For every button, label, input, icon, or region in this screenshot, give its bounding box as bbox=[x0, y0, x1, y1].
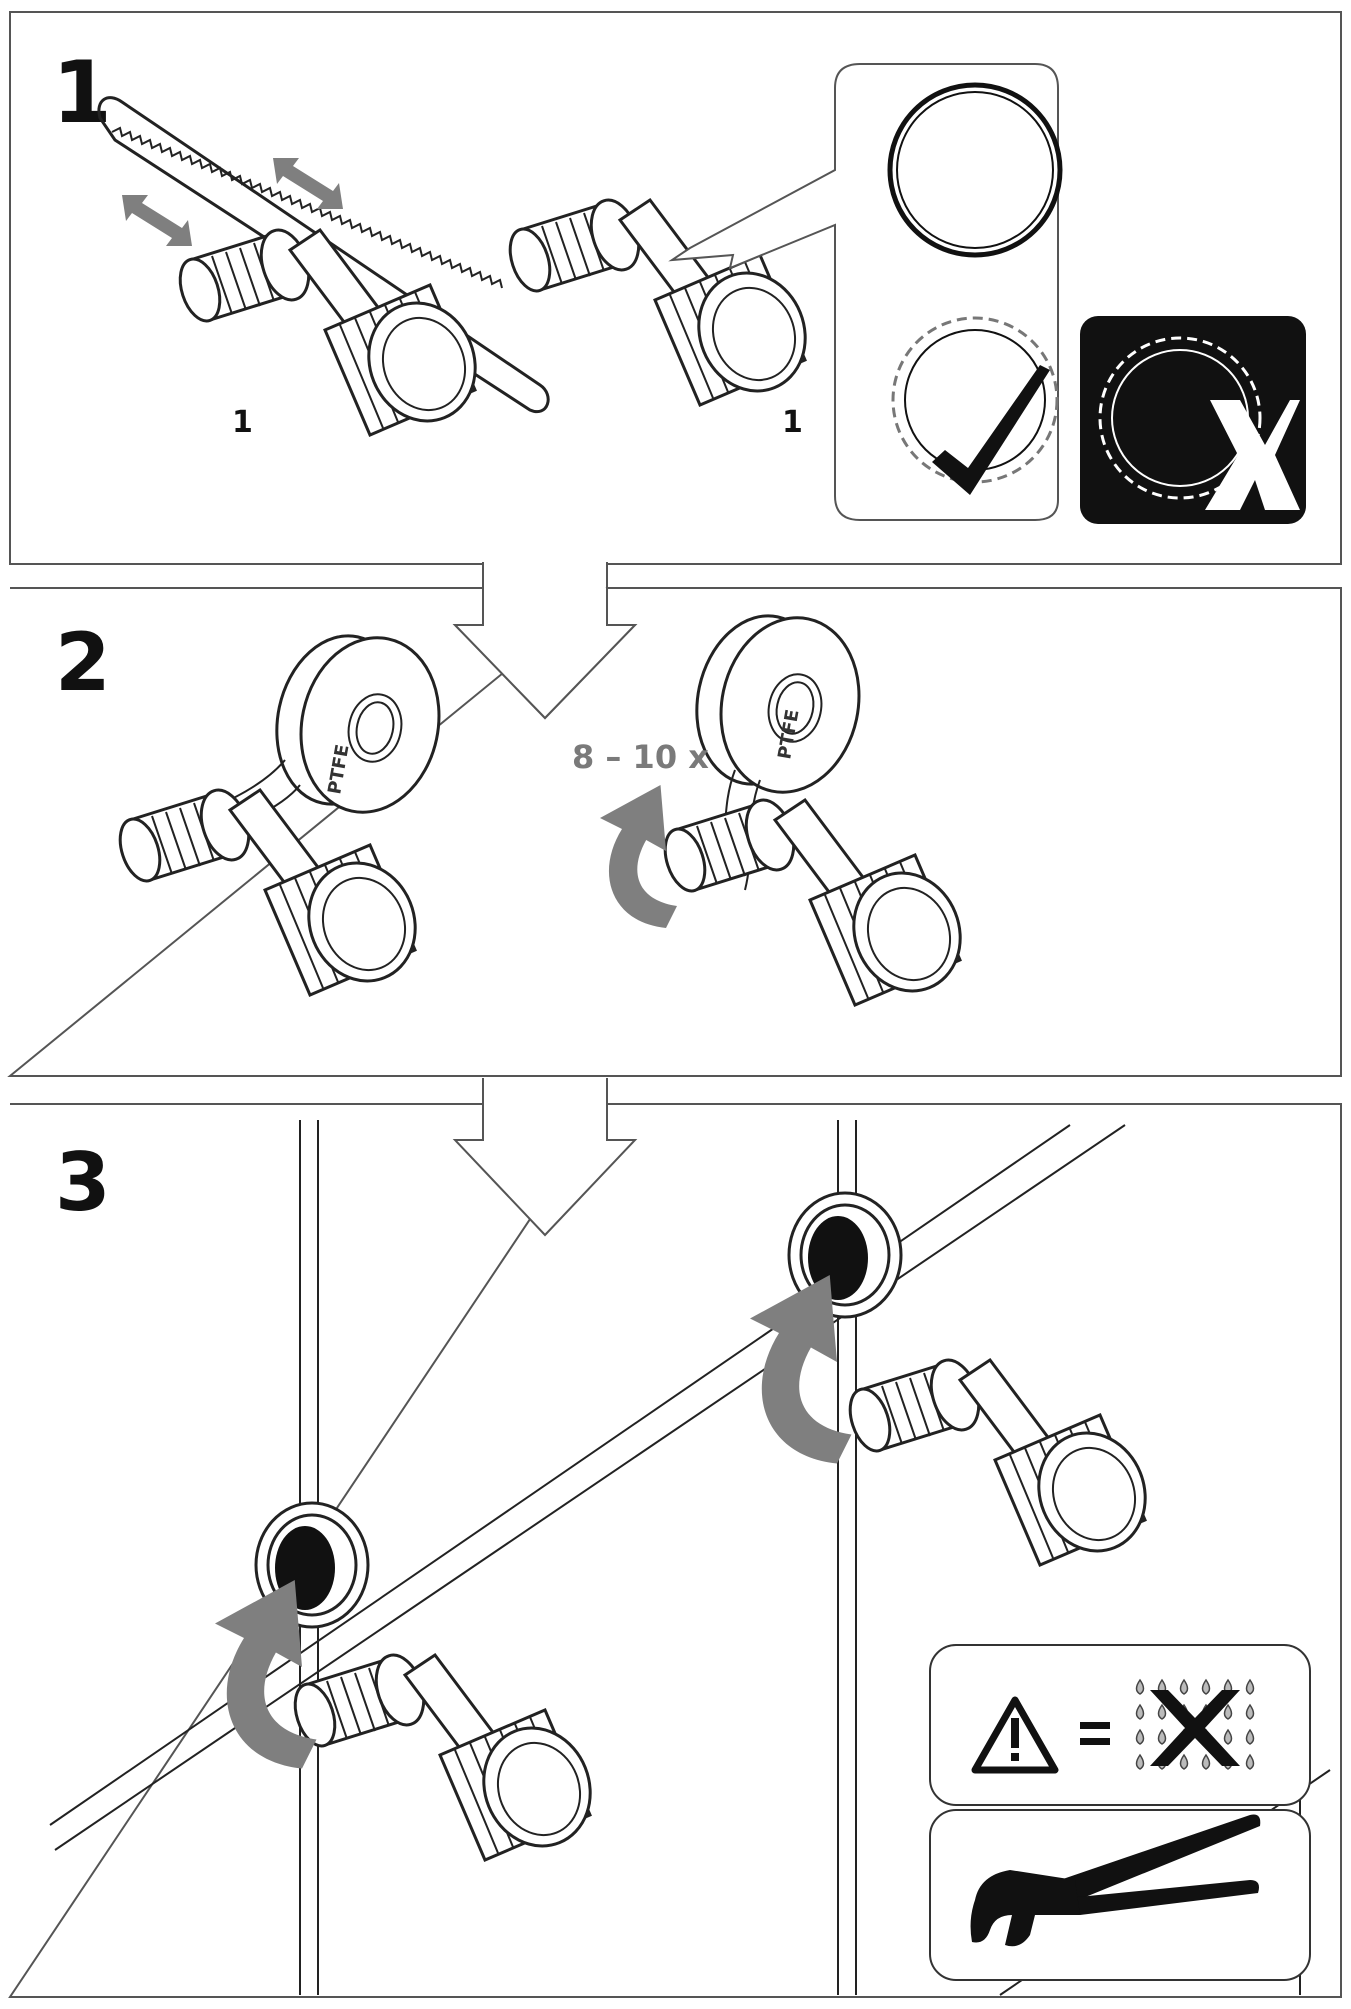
fitting-label-right: 1 bbox=[782, 405, 803, 440]
fitting-taping-start bbox=[111, 782, 435, 999]
pipe-wrench-icon bbox=[970, 1814, 1261, 1947]
thread-detail-callout bbox=[668, 63, 1063, 521]
saw-motion-arrow-left bbox=[122, 195, 192, 246]
fitting-taping-wound bbox=[656, 792, 980, 1009]
step-3-number: 3 bbox=[55, 1136, 111, 1229]
cross-icon bbox=[1205, 400, 1300, 510]
fitting-before-cut bbox=[171, 222, 495, 439]
fitting-install-right bbox=[841, 1352, 1165, 1569]
step-2-number: 2 bbox=[55, 616, 111, 709]
ptfe-tape-roll-right: PTFE bbox=[695, 614, 861, 891]
fitting-label-left: 1 bbox=[232, 405, 253, 440]
leak-warning-box bbox=[929, 1644, 1311, 1806]
equals-sign bbox=[1080, 1722, 1110, 1745]
step-arrow-2-to-3 bbox=[452, 1078, 638, 1237]
water-drops-crossed-icon bbox=[1135, 1678, 1255, 1770]
check-icon bbox=[932, 365, 1050, 495]
step-1-panel bbox=[9, 11, 1342, 565]
step-1-number: 1 bbox=[52, 43, 112, 143]
step-2-panel bbox=[7, 587, 1342, 1077]
warning-triangle-icon bbox=[971, 1696, 1059, 1774]
step-3-panel bbox=[8, 1103, 1342, 1998]
clean-cut-ring bbox=[887, 82, 1063, 258]
thread-bad-box bbox=[1080, 316, 1306, 524]
fitting-install-left bbox=[286, 1647, 610, 1864]
tape-turns-label: 8 – 10 x bbox=[572, 738, 709, 776]
saw-motion-arrow-right bbox=[273, 158, 343, 209]
ptfe-tape-roll-left: PTFE bbox=[184, 634, 441, 841]
tool-box bbox=[929, 1809, 1311, 1981]
saw-blade bbox=[97, 96, 550, 414]
